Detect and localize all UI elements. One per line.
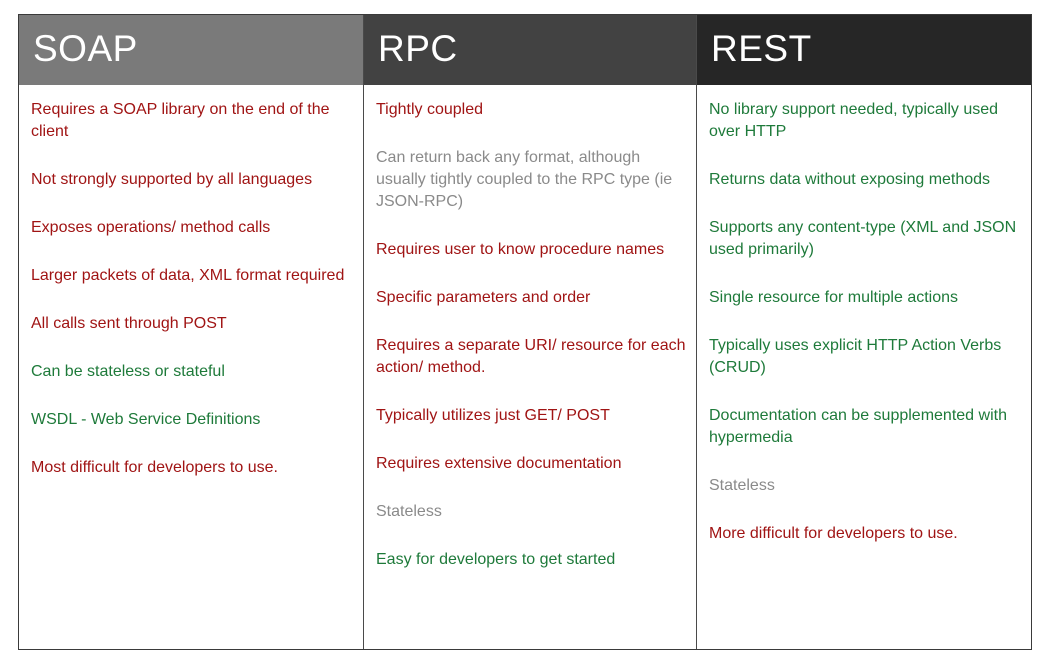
column-header-rpc: RPC xyxy=(364,15,696,85)
column-soap: SOAP Requires a SOAP library on the end … xyxy=(19,15,363,649)
list-item: Exposes operations/ method calls xyxy=(31,219,271,236)
column-rpc: RPC Tightly coupled Can return back any … xyxy=(363,15,696,649)
list-item: Specific parameters and order xyxy=(376,289,591,306)
list-item: Tightly coupled xyxy=(376,101,484,118)
list-item: Not strongly supported by all languages xyxy=(31,171,313,188)
list-item: Single resource for multiple actions xyxy=(709,289,959,306)
list-item: Can return back any format, although usu… xyxy=(376,149,673,210)
column-header-soap: SOAP xyxy=(19,15,363,85)
column-rest: REST No library support needed, typicall… xyxy=(696,15,1031,649)
list-item: Easy for developers to get started xyxy=(376,551,616,568)
list-item: Can be stateless or stateful xyxy=(31,363,225,380)
list-item: Supports any content-type (XML and JSON … xyxy=(709,219,1017,258)
list-item: No library support needed, typically use… xyxy=(709,101,999,140)
list-item: Requires extensive documentation xyxy=(376,455,622,472)
column-items-soap: Requires a SOAP library on the end of th… xyxy=(19,85,363,479)
list-item: Stateless xyxy=(709,477,775,494)
list-item: Requires a separate URI/ resource for ea… xyxy=(376,337,686,376)
list-item: Documentation can be supplemented with h… xyxy=(709,407,1007,446)
column-items-rest: No library support needed, typically use… xyxy=(697,85,1031,545)
list-item: All calls sent through POST xyxy=(31,315,227,332)
list-item: Requires user to know procedure names xyxy=(376,241,665,258)
list-item: WSDL - Web Service Definitions xyxy=(31,411,261,428)
list-item: Typically uses explicit HTTP Action Verb… xyxy=(709,337,1002,376)
list-item: More difficult for developers to use. xyxy=(709,525,958,542)
column-header-rest: REST xyxy=(697,15,1031,85)
list-item: Larger packets of data, XML format requi… xyxy=(31,267,345,284)
list-item: Requires a SOAP library on the end of th… xyxy=(31,101,330,140)
list-item: Stateless xyxy=(376,503,442,520)
list-item: Most difficult for developers to use. xyxy=(31,459,278,476)
list-item: Returns data without exposing methods xyxy=(709,171,991,188)
comparison-table: SOAP Requires a SOAP library on the end … xyxy=(18,14,1032,650)
column-items-rpc: Tightly coupled Can return back any form… xyxy=(364,85,696,571)
list-item: Typically utilizes just GET/ POST xyxy=(376,407,610,424)
